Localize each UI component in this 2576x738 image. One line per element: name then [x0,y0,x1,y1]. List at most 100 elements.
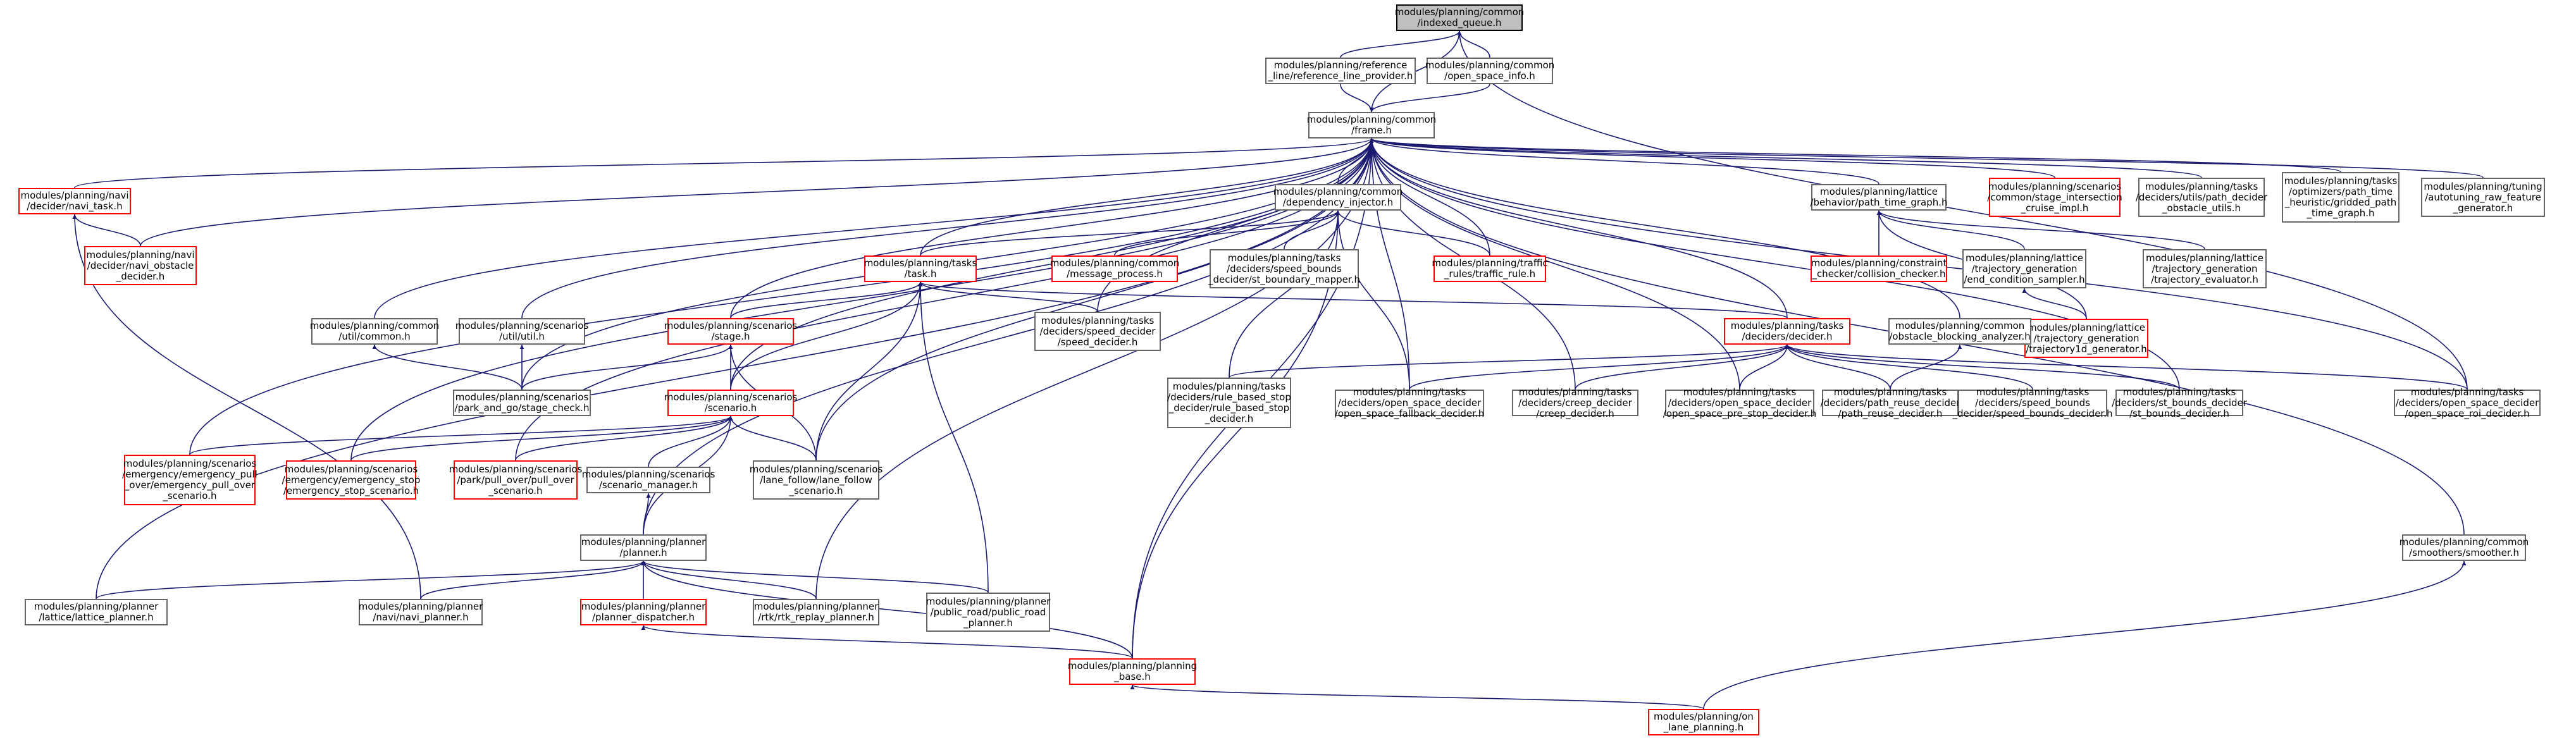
edge-speed_bounds_decider-to-decider [1785,344,2033,390]
edge-planner-to-scenario_manager [643,493,651,535]
edge-open_space_fallback_decider-to-frame [1369,138,1410,390]
node-task[interactable]: modules/planning/tasks /task.h [864,255,977,282]
edge-planning_base-to-planner_dispatcher [641,625,1133,659]
node-st-boundary-mapper[interactable]: modules/planning/tasks /deciders/speed_b… [1208,249,1360,288]
node-speed-decider[interactable]: modules/planning/tasks /deciders/speed_d… [1034,312,1161,351]
edge-path_time_graph-to-frame [1369,138,1879,185]
edge-scenario_manager-to-scenario [648,415,733,467]
edge-autotuning_raw_feature-to-frame [1369,138,2484,178]
edge-open_space_pre_stop_decider-to-decider [1739,344,1790,390]
edge-gridded_path_time_graph-to-frame [1369,138,2341,173]
node-dependency-injector[interactable]: modules/planning/common /dependency_inje… [1273,184,1403,211]
edge-traffic_rule-to-frame [1369,138,1490,256]
node-scenario-manager[interactable]: modules/planning/scenarios /scenario_man… [582,467,715,493]
edge-trajectory_evaluator-to-path_time_graph [1876,210,2205,250]
edge-navi_task-to-frame [74,138,1374,188]
edge-end_condition_sampler-to-path_time_graph [1876,210,2025,250]
node-planner[interactable]: modules/planning/planner /planner.h [580,534,707,561]
node-park-and-go-stage-check[interactable]: modules/planning/scenarios /park_and_go/… [453,390,591,416]
node-creep-decider[interactable]: modules/planning/tasks /deciders/creep_d… [1512,386,1638,419]
node-stage[interactable]: modules/planning/scenarios /stage.h [664,318,797,345]
edge-speed_decider-to-task [918,281,1098,312]
node-planning-base[interactable]: modules/planning/planning _base.h [1068,658,1197,685]
edge-public_road_planner-to-task [918,281,989,593]
node-pull-over-scenario[interactable]: modules/planning/scenarios /park/pull_ov… [449,460,582,500]
node-open-space-fallback-decider[interactable]: modules/planning/tasks /deciders/open_sp… [1334,386,1485,419]
node-message-process[interactable]: modules/planning/common /message_process… [1050,255,1179,282]
edge-st_boundary_mapper-to-dependency_injector [1284,210,1341,250]
node-traffic-rule[interactable]: modules/planning/traffic _rules/traffic_… [1432,255,1548,282]
edge-rule_based_stop_decider-to-dependency_injector [1229,210,1341,378]
edge-emergency_stop_scenario-to-scenario [350,415,733,461]
edge-planning_base-to-dependency_injector [1132,210,1341,659]
node-emergency-stop-scenario[interactable]: modules/planning/scenarios /emergency/em… [282,460,420,500]
node-gridded-path-time-graph[interactable]: modules/planning/tasks /optimizers/path_… [2282,172,2400,223]
node-common-util[interactable]: modules/planning/common /util/common.h [310,318,439,345]
node-frame[interactable]: modules/planning/common /frame.h [1307,112,1436,138]
edge-task-to-frame [920,138,1374,256]
node-path-reuse-decider[interactable]: modules/planning/tasks /deciders/path_re… [1820,386,1960,419]
node-navi-obstacle-decider[interactable]: modules/planning/navi /decider/navi_obst… [84,246,197,285]
edge-planning_base-to-planner [641,560,1133,659]
node-lattice-planner[interactable]: modules/planning/planner /lattice/lattic… [25,599,168,625]
node-navi-planner[interactable]: modules/planning/planner /navi/navi_plan… [359,599,483,625]
node-st-bounds-decider[interactable]: modules/planning/tasks /deciders/st_boun… [2112,386,2247,419]
edge-navi_planner-to-planner [420,560,646,600]
edge-open_space_fallback_decider-to-decider [1409,344,1790,390]
edge-pull_over_scenario-to-scenario [515,415,733,461]
node-autotuning-raw-feature[interactable]: modules/planning/tuning /autotuning_raw_… [2421,178,2545,217]
edge-rtk_replay_planner-to-planner [641,560,817,600]
node-open-space-info[interactable]: modules/planning/common /open_space_info… [1425,58,1554,84]
node-emergency-pull-over-scenario[interactable]: modules/planning/scenarios /emergency/em… [122,455,257,505]
edge-stage_intersection_cruise-to-frame [1369,138,2055,178]
node-speed-bounds-decider[interactable]: modules/planning/tasks /deciders/speed_b… [1952,386,2113,419]
node-on-lane-planning[interactable]: modules/planning/on _lane_planning.h [1648,709,1759,735]
node-path-time-graph[interactable]: modules/planning/lattice /behavior/path_… [1810,184,1948,211]
edge-decider-to-frame [1369,138,1788,319]
edge-park_and_go_stage_check-to-common_util [372,344,523,390]
edge-scenarios_util-to-frame [521,138,1374,319]
edge-ref_line_provider-to-indexed_queue [1340,30,1462,58]
edge-scenario-to-task [730,281,923,390]
node-planner-dispatcher[interactable]: modules/planning/planner /planner_dispat… [580,599,707,625]
edge-path_reuse_decider-to-decider [1785,344,1891,390]
node-rtk-replay-planner[interactable]: modules/planning/planner /rtk/rtk_replay… [753,599,879,625]
edge-stage-to-frame [730,138,1374,319]
node-scenario[interactable]: modules/planning/scenarios /scenario.h [664,390,797,416]
node-collision-checker[interactable]: modules/planning/constraint _checker/col… [1811,255,1947,282]
node-lane-follow-scenario[interactable]: modules/planning/scenarios /lane_follow/… [750,460,882,500]
edge-navi_planner-to-navi_task [72,214,421,600]
edge-decider-to-task [918,281,1788,319]
edge-ref_line_provider-to-frame [1340,83,1374,113]
node-stage-intersection-cruise[interactable]: modules/planning/scenarios /common/stage… [1987,178,2122,217]
edge-trajectory1d_generator-to-end_condition_sampler [2022,288,2087,319]
node-ref-line-provider[interactable]: modules/planning/reference _line/referen… [1265,58,1416,84]
node-open-space-pre-stop-decider[interactable]: modules/planning/tasks /deciders/open_sp… [1663,386,1817,419]
edge-open_space_info-to-frame [1369,83,1490,113]
node-trajectory-evaluator[interactable]: modules/planning/lattice /trajectory_gen… [2143,249,2267,288]
edge-stage-to-task [730,281,923,319]
edge-emergency_pull_over_scenario-to-scenario [189,415,733,455]
edge-open_space_info-to-indexed_queue [1457,30,1490,58]
node-trajectory1d-generator[interactable]: modules/planning/lattice /trajectory_gen… [2024,319,2148,358]
node-navi-task[interactable]: modules/planning/navi /decider/navi_task… [18,188,131,214]
edge-on_lane_planning-to-smoother [1703,560,2467,710]
node-end-condition-sampler[interactable]: modules/planning/lattice /trajectory_gen… [1962,249,2086,288]
edge-lattice_planner-to-frame [96,138,1374,600]
node-open-space-roi-decider[interactable]: modules/planning/tasks /deciders/open_sp… [2394,386,2541,419]
node-scenarios-util[interactable]: modules/planning/scenarios /util/util.h [455,318,588,345]
node-indexed-queue[interactable]: modules/planning/common /indexed_queue.h [1395,4,1524,31]
edge-park_and_go_stage_check-to-stage [521,344,733,390]
node-obstacle-blocking-analyzer[interactable]: modules/planning/common /obstacle_blocki… [1888,318,2031,345]
edge-st_bounds_decider-to-decider [1785,344,2180,390]
edge-creep_decider-to-decider [1575,344,1790,390]
node-path-decider-obstacle-utils[interactable]: modules/planning/tasks /deciders/utils/p… [2136,178,2267,217]
node-rule-based-stop-decider[interactable]: modules/planning/tasks /deciders/rule_ba… [1167,378,1291,428]
node-public-road-planner[interactable]: modules/planning/planner /public_road/pu… [926,593,1050,632]
node-decider[interactable]: modules/planning/tasks /deciders/decider… [1724,318,1850,345]
edge-common_util-to-frame [374,138,1374,319]
node-smoother[interactable]: modules/planning/common /smoothers/smoot… [2400,534,2529,561]
edge-lane_follow_scenario-to-scenario [728,415,817,461]
edge-lattice_planner-to-planner [96,560,646,600]
